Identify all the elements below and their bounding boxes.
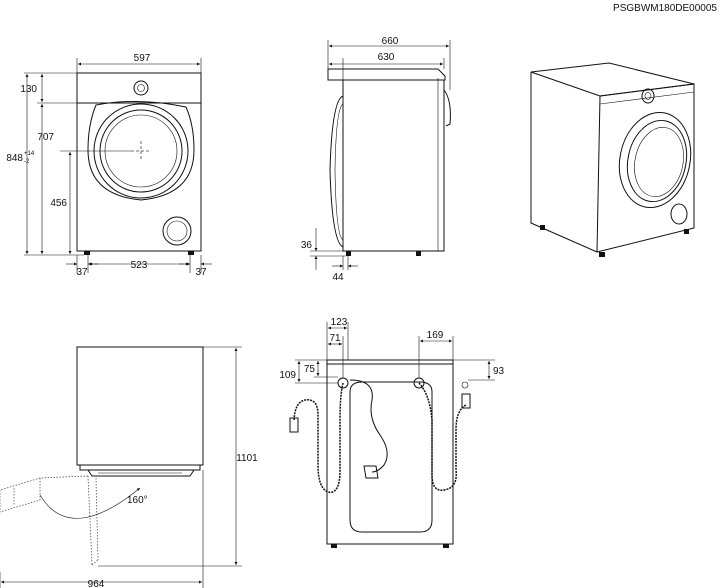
dim-rear-hose-right-offset: 169	[427, 330, 444, 341]
dim-rear-hose-right-height: 93	[493, 366, 505, 377]
dim-side-foot-height: 36	[301, 240, 313, 251]
isometric-view	[530, 62, 695, 257]
dim-front-height-tol-plus: +14	[24, 151, 35, 157]
front-view: 597 130 707 848 +14 -2 456 37 523 37	[6, 53, 212, 278]
dim-side-total-depth: 660	[382, 36, 399, 47]
dim-front-margin-left: 37	[76, 267, 88, 278]
dim-front-door-center: 456	[50, 198, 67, 209]
dim-rear-hose-left-inner-height: 75	[304, 364, 316, 375]
dim-rear-hose-left-inner: 71	[329, 333, 341, 344]
top-view: 160° 1101 964	[0, 346, 258, 588]
dim-front-foot-spacing: 523	[131, 260, 148, 271]
dim-rear-hose-left-offset: 123	[331, 317, 348, 328]
dim-front-width: 597	[134, 53, 151, 64]
side-view: 660 630 36 44	[301, 36, 451, 283]
model-code: PSGBWM180DE00005	[613, 3, 717, 14]
dim-rear-hose-left-height: 109	[279, 370, 296, 381]
dim-side-body-depth: 630	[378, 52, 395, 63]
dim-front-margin-right: 37	[195, 267, 207, 278]
rear-view: 123 71 169 109 75 93	[279, 317, 505, 548]
dim-front-door-height: 707	[37, 132, 54, 143]
dim-top-door-open-depth: 964	[88, 579, 105, 588]
dim-front-height-tol-minus: -2	[24, 159, 30, 165]
dim-side-foot-inset: 44	[332, 272, 344, 283]
dim-front-total-height: 848	[6, 153, 23, 164]
dim-top-door-angle: 160°	[127, 495, 148, 506]
dim-top-total-height: 1101	[236, 453, 258, 464]
dim-front-top-offset: 130	[20, 84, 37, 95]
